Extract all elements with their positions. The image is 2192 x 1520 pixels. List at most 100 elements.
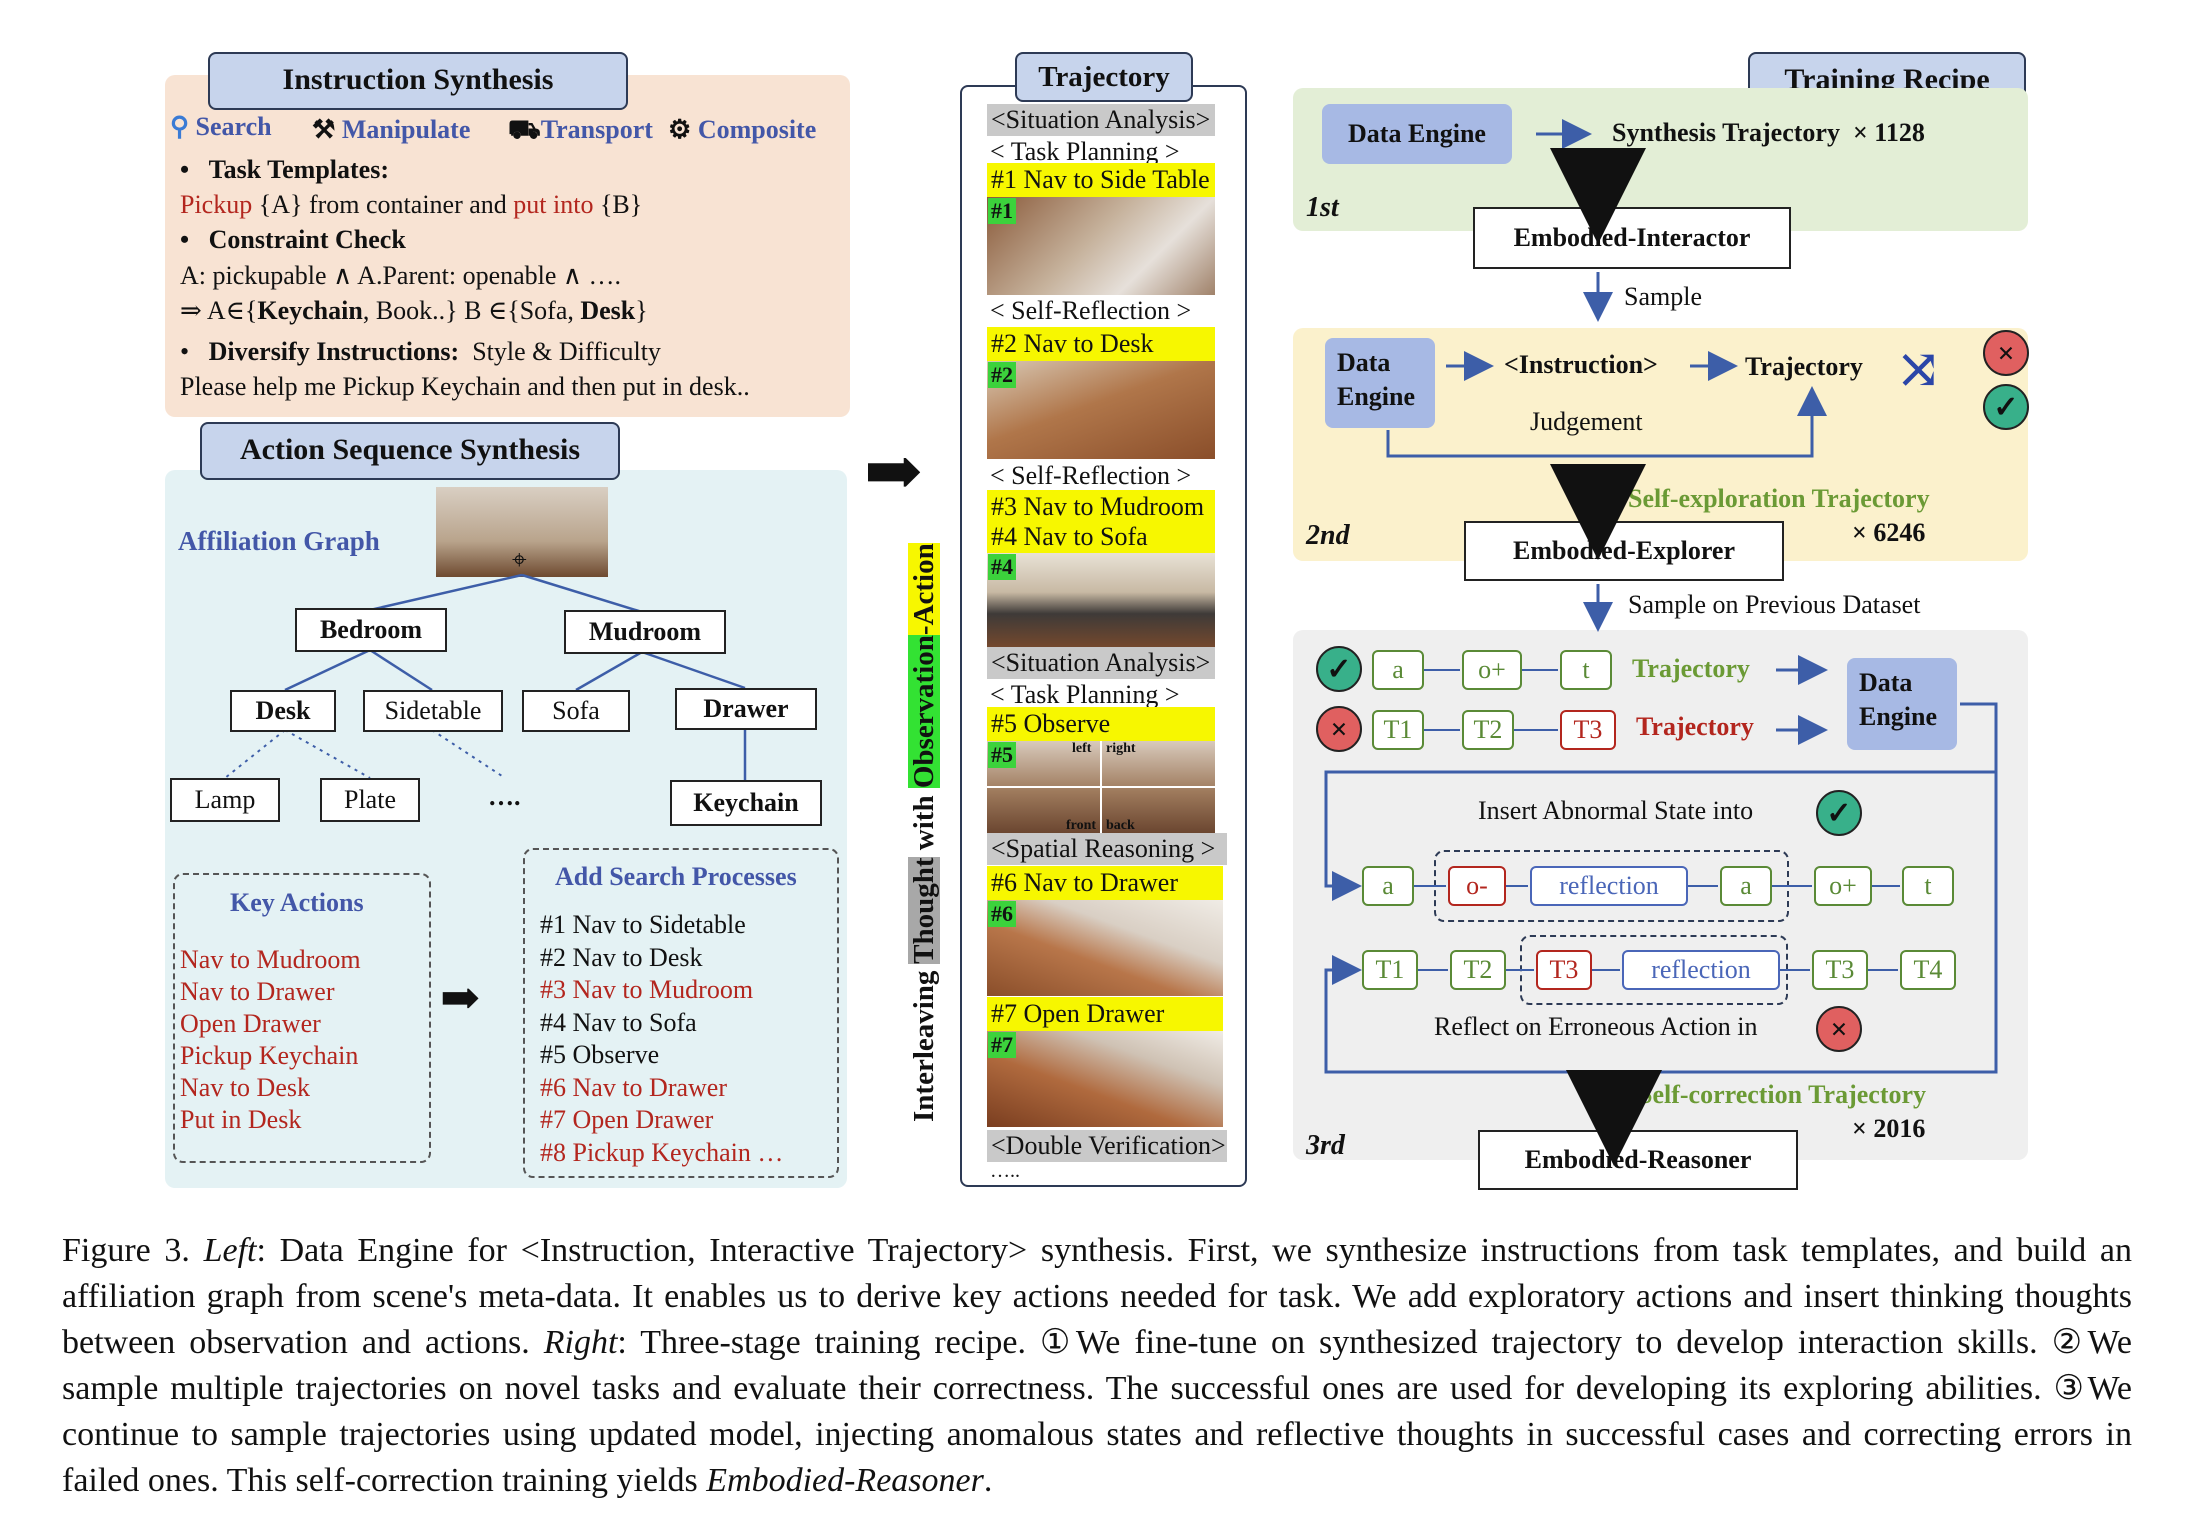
robot-arm-icon: ⚒ bbox=[312, 115, 336, 144]
key-actions-title: Key Actions bbox=[230, 888, 364, 917]
action-sequence-panel bbox=[165, 470, 847, 1188]
key-action-item: Put in Desk bbox=[180, 1105, 302, 1134]
self-exploration-label: Self-exploration Trajectory bbox=[1628, 484, 1930, 513]
s3-row1-t: t bbox=[1560, 650, 1612, 690]
node-ellipsis: …. bbox=[488, 782, 521, 811]
s3-seq2-T4: T4 bbox=[1900, 950, 1956, 990]
category-transport: ⛟Transport bbox=[508, 115, 653, 144]
stage2-count: × 6246 bbox=[1852, 518, 1926, 547]
task-template: Pickup {A} from container and put into {… bbox=[180, 190, 643, 219]
step-4-image bbox=[987, 553, 1215, 651]
observe-right-label: right bbox=[1106, 741, 1136, 756]
observe-grid bbox=[987, 786, 1215, 788]
s3-seq1-o-plus: o+ bbox=[1814, 866, 1872, 906]
stage1-synthesis-trajectory: Synthesis Trajectory × 1128 bbox=[1612, 118, 1925, 147]
spatial-reasoning: <Spatial Reasoning > bbox=[987, 833, 1227, 865]
self-reflection-1: < Self-Reflection > bbox=[990, 296, 1192, 325]
s3-row1-a: a bbox=[1372, 650, 1424, 690]
node-sofa: Sofa bbox=[522, 690, 630, 732]
observe-back-label: back bbox=[1106, 818, 1135, 833]
insert-abnormal-label: Insert Abnormal State into bbox=[1478, 796, 1754, 825]
stage1-sample-label: Sample bbox=[1624, 282, 1702, 311]
stage3-label: 3rd bbox=[1306, 1130, 1345, 1161]
s3-row1-label: Trajectory bbox=[1632, 654, 1750, 683]
category-search: ⚲ Search bbox=[170, 112, 272, 141]
key-action-item: Pickup Keychain bbox=[180, 1041, 359, 1070]
self-correction-label: Self-correction Trajectory bbox=[1638, 1080, 1927, 1109]
figure-caption: Figure 3. Left: Data Engine for <Instruc… bbox=[62, 1232, 2132, 1499]
success-mark-icon: ✓ bbox=[1816, 790, 1862, 836]
step-1: #1 Nav to Side Table bbox=[987, 163, 1215, 197]
task-templates-label: • Task Templates: bbox=[180, 155, 389, 184]
stage2-sample-label: Sample on Previous Dataset bbox=[1628, 590, 1921, 619]
task-planning-2: < Task Planning > bbox=[990, 680, 1180, 709]
stage2-trajectory: Trajectory bbox=[1745, 352, 1863, 381]
stage3-count: × 2016 bbox=[1852, 1114, 1926, 1143]
stage2-data-engine: Data Engine bbox=[1325, 338, 1435, 428]
s3-seq2-T3b: T3 bbox=[1812, 950, 1868, 990]
category-manipulate: ⚒ Manipulate bbox=[312, 115, 471, 144]
search-processes-box bbox=[523, 848, 839, 1178]
step-3: #3 Nav to Mudroom bbox=[987, 490, 1215, 524]
action-sequence-title: Action Sequence Synthesis bbox=[200, 422, 620, 480]
instruction-synthesis-title: Instruction Synthesis bbox=[208, 52, 628, 110]
step-2-tag: #2 bbox=[988, 362, 1016, 388]
step-7-tag: #7 bbox=[988, 1032, 1016, 1058]
search-process-item: #5 Observe bbox=[540, 1040, 660, 1069]
example-instruction: Please help me Pickup Keychain and then … bbox=[180, 372, 750, 401]
search-icon: ⚲ bbox=[170, 112, 190, 141]
branch-arrow-icon: ⤨ bbox=[1895, 339, 1942, 401]
transport-icon: ⛟ bbox=[508, 115, 541, 144]
step-5: #5 Observe bbox=[987, 707, 1215, 741]
key-action-item: Nav to Drawer bbox=[180, 977, 335, 1006]
trajectory-title: Trajectory bbox=[1015, 52, 1193, 102]
stage2-label: 2nd bbox=[1306, 520, 1350, 551]
s3-row2-T2: T2 bbox=[1462, 710, 1514, 750]
search-process-item: #3 Nav to Mudroom bbox=[540, 975, 754, 1004]
step-2-image bbox=[987, 361, 1215, 459]
arrow-right-icon: ➡ bbox=[440, 972, 481, 1025]
observe-left-label: left bbox=[1072, 741, 1092, 756]
s3-seq1-t: t bbox=[1902, 866, 1954, 906]
step-5-tag: #5 bbox=[988, 742, 1016, 768]
fail-mark-icon: × bbox=[1316, 706, 1362, 752]
node-desk: Desk bbox=[230, 690, 336, 732]
constraint-line1: A: pickupable ∧ A.Parent: openable ∧ …. bbox=[180, 261, 621, 290]
node-drawer: Drawer bbox=[675, 688, 817, 730]
s3-seq1-a: a bbox=[1362, 866, 1414, 906]
key-actions-box bbox=[173, 873, 431, 1163]
success-mark-icon: ✓ bbox=[1983, 384, 2029, 430]
search-process-item: #1 Nav to Sidetable bbox=[540, 910, 746, 939]
stage3-data-engine: Data Engine bbox=[1847, 658, 1957, 750]
fail-mark-icon: × bbox=[1816, 1006, 1862, 1052]
step-6: #6 Nav to Drawer bbox=[987, 866, 1223, 900]
s3-row2-T1: T1 bbox=[1372, 710, 1424, 750]
s3-seq2-T3: T3 bbox=[1536, 950, 1592, 990]
stage1-label: 1st bbox=[1306, 192, 1339, 223]
situation-analysis-2: <Situation Analysis> bbox=[987, 647, 1215, 679]
node-lamp: Lamp bbox=[170, 778, 280, 822]
s3-seq2-T1: T1 bbox=[1362, 950, 1418, 990]
constraint-label: • Constraint Check bbox=[180, 225, 406, 254]
step-4-tag: #4 bbox=[988, 554, 1016, 580]
step-4: #4 Nav to Sofa bbox=[987, 520, 1215, 554]
search-process-item: #2 Nav to Desk bbox=[540, 942, 703, 972]
s3-row2-label: Trajectory bbox=[1636, 712, 1754, 741]
category-composite: ⚙ Composite bbox=[668, 115, 817, 144]
success-mark-icon: ✓ bbox=[1316, 646, 1362, 692]
self-reflection-2: < Self-Reflection > bbox=[990, 461, 1192, 490]
key-action-item: Nav to Desk bbox=[180, 1073, 310, 1102]
task-planning-1: < Task Planning > bbox=[990, 137, 1180, 166]
s3-seq2-reflection: reflection bbox=[1622, 950, 1780, 990]
node-keychain: Keychain bbox=[670, 780, 822, 826]
search-processes-title: Add Search Processes bbox=[555, 862, 797, 891]
instruction-synthesis-panel bbox=[165, 75, 850, 417]
node-bedroom: Bedroom bbox=[295, 608, 447, 652]
location-pin-icon: ⌖ bbox=[512, 545, 527, 574]
stage2-judgement: Judgement bbox=[1530, 407, 1643, 436]
step-6-tag: #6 bbox=[988, 901, 1016, 927]
node-plate: Plate bbox=[320, 778, 420, 822]
constraint-line2: ⇒ A∈{Keychain, Book..} B ∈{Sofa, Desk} bbox=[180, 296, 648, 325]
